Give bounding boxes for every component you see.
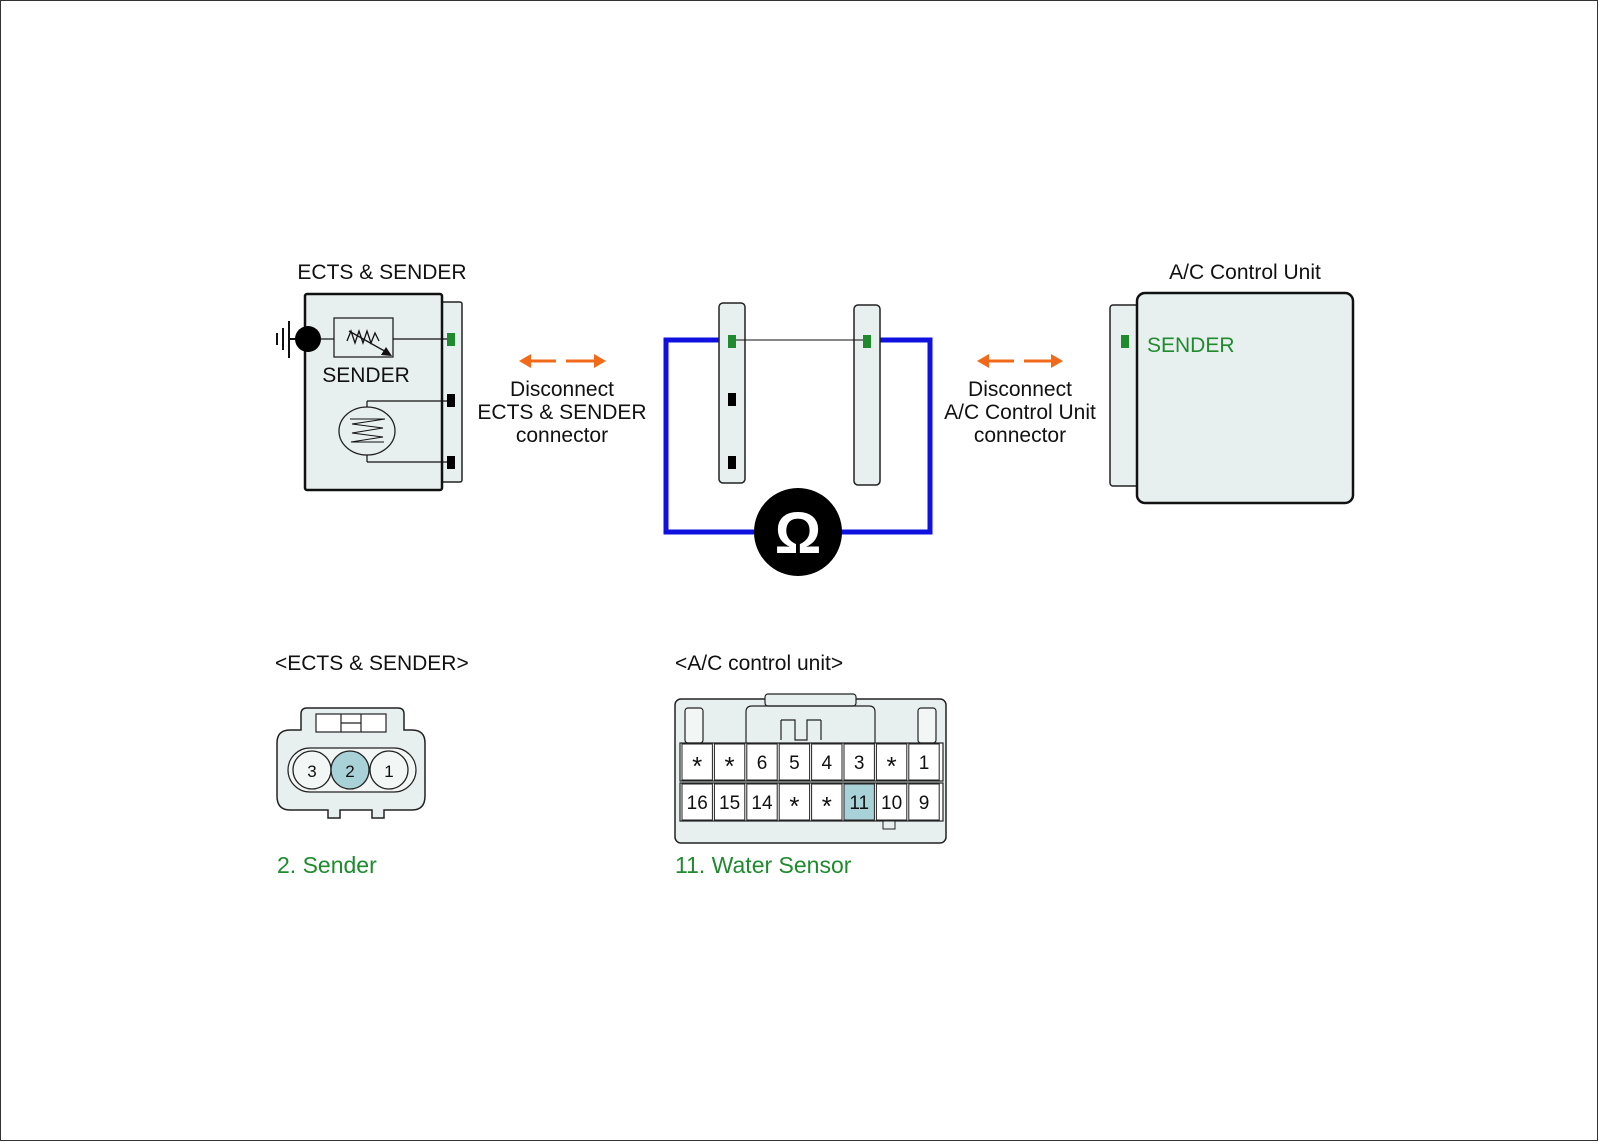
double-arrow-icon	[519, 354, 606, 368]
connector-pin	[746, 783, 778, 821]
ects-connector-view: <ECTS & SENDER> 3 2 1 2. Sender	[275, 652, 469, 878]
ects-terminal-active	[447, 333, 455, 346]
connector-pin	[746, 743, 778, 781]
pin-number: *	[822, 791, 832, 821]
connector-pin	[778, 783, 811, 821]
connector-pin	[681, 783, 713, 821]
test-lead-right	[838, 337, 933, 535]
disconnect-line: connector	[516, 424, 608, 447]
pin-number: *	[789, 791, 799, 821]
disconnect-line: Disconnect	[510, 378, 614, 401]
harness-connector-acu	[853, 304, 881, 486]
connector-pin	[811, 743, 843, 781]
harness-terminal-active	[863, 335, 871, 348]
disconnect-ects-text: Disconnect ECTS & SENDER connector	[477, 378, 646, 447]
disconnect-line: Disconnect	[968, 378, 1072, 401]
connector-pin	[811, 783, 843, 821]
harness-terminal-active	[728, 335, 736, 348]
connector-pin	[875, 743, 908, 781]
connector-pin-highlighted	[330, 750, 370, 790]
pin-number: 15	[719, 793, 740, 814]
pin-number: 14	[751, 793, 773, 814]
ac-control-unit: A/C Control Unit SENDER	[1109, 261, 1355, 505]
connector-pin-highlighted	[843, 783, 875, 821]
connector-pin	[875, 783, 908, 821]
acu-connector-caption: 11. Water Sensor	[675, 852, 852, 878]
ects-terminal	[447, 456, 455, 469]
ects-connector-caption: 2. Sender	[277, 852, 377, 878]
ects-title: ECTS & SENDER	[297, 261, 466, 284]
pin-number: 5	[789, 753, 800, 774]
ects-sender-component: ECTS & SENDER SENDER	[276, 261, 467, 492]
disconnect-line: connector	[974, 424, 1066, 447]
pin-number: 3	[307, 762, 316, 781]
ohm-symbol: Ω	[775, 501, 822, 566]
pin-number: 10	[881, 793, 902, 814]
connector-pin	[681, 743, 713, 781]
double-arrow-icon	[977, 354, 1063, 368]
pin-number: 16	[687, 793, 708, 814]
disconnect-line: A/C Control Unit	[944, 401, 1096, 424]
ects-terminal	[447, 394, 455, 407]
pin-number: 11	[849, 793, 869, 814]
harness-terminal	[728, 393, 736, 406]
pin-number: 1	[919, 753, 930, 774]
wiring-harness: Ω	[663, 302, 933, 576]
pin-number: 2	[345, 762, 354, 781]
harness-terminal	[728, 456, 736, 469]
connector-pin	[369, 750, 409, 790]
ohm-meter-icon: Ω	[754, 488, 842, 576]
pin-number: *	[692, 751, 702, 781]
connector-pin	[713, 783, 746, 821]
pin-number: *	[725, 751, 735, 781]
acu-title: A/C Control Unit	[1169, 261, 1321, 284]
pin-number: 4	[822, 753, 833, 774]
disconnect-acu-text: Disconnect A/C Control Unit connector	[944, 378, 1096, 447]
connector-pin	[713, 743, 746, 781]
acu-connector-title: <A/C control unit>	[675, 652, 843, 675]
connector-pin	[778, 743, 811, 781]
acu-terminal-active	[1121, 335, 1129, 348]
pin-number: 9	[919, 793, 930, 814]
acu-body	[1135, 291, 1355, 505]
pin-number: 1	[384, 762, 393, 781]
acu-inner-label: SENDER	[1147, 334, 1235, 357]
connector-pin	[908, 783, 940, 821]
pin-number: 6	[757, 753, 768, 774]
disconnect-line: ECTS & SENDER	[477, 401, 646, 424]
ects-connector-pins: 3 2 1	[292, 750, 409, 790]
connector-pin	[908, 743, 940, 781]
ects-connector-title: <ECTS & SENDER>	[275, 652, 469, 675]
pin-number: 3	[854, 753, 865, 774]
pin-number: *	[887, 751, 897, 781]
variable-resistor-icon	[346, 328, 392, 356]
connector-pin	[843, 743, 875, 781]
ground-icon	[276, 321, 321, 358]
ects-inner-label: SENDER	[322, 364, 410, 387]
test-lead-left	[663, 337, 760, 535]
